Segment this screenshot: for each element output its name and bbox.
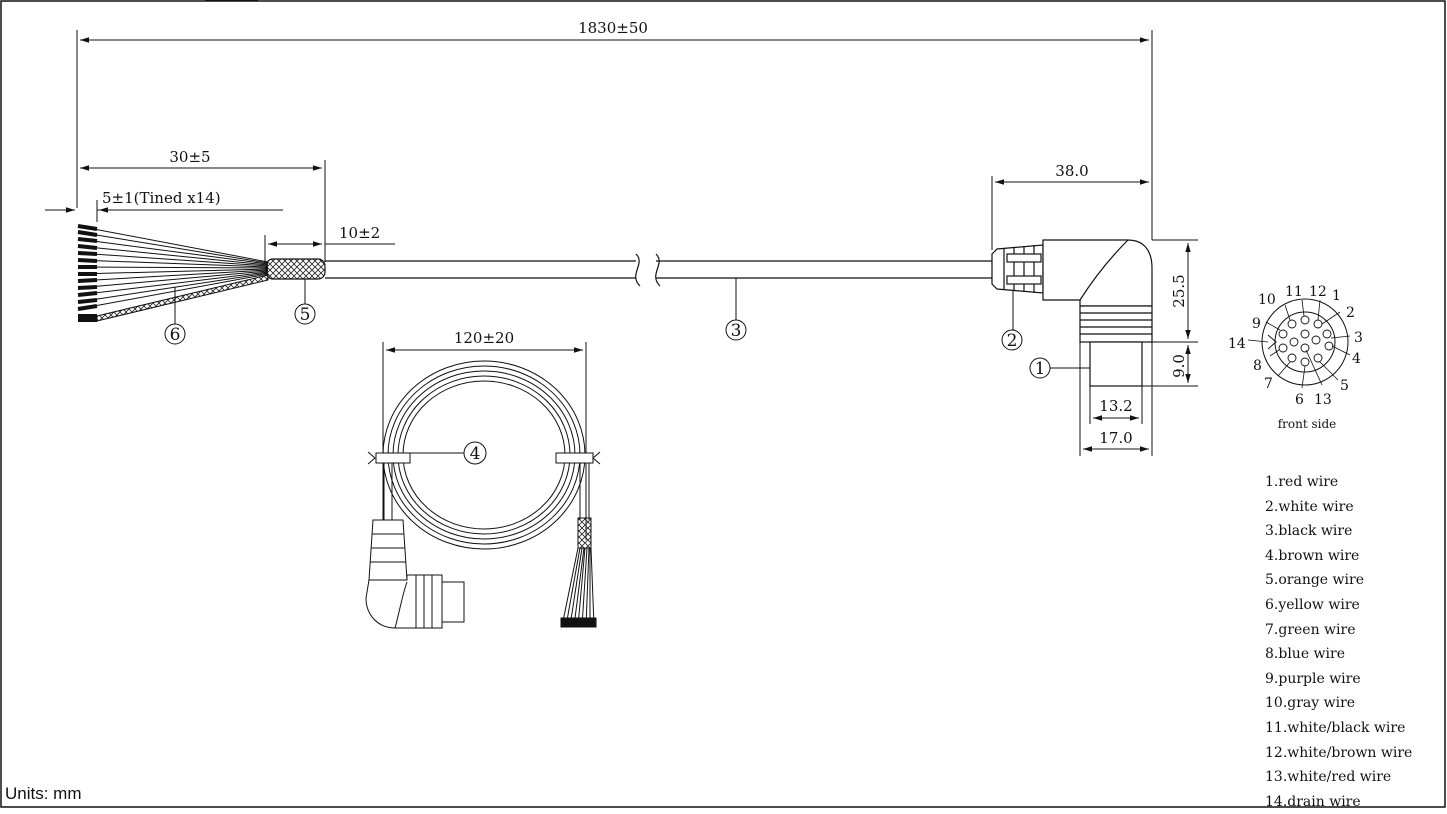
pin-label-11: 11 — [1285, 284, 1303, 300]
coil-diameter-label: 120±20 — [454, 329, 514, 347]
pin-label-9: 9 — [1252, 316, 1261, 332]
balloon-6: 6 — [164, 287, 186, 345]
svg-text:3: 3 — [731, 321, 742, 341]
balloon-5: 5 — [294, 279, 316, 325]
connector-pinout: 1 2 3 4 5 6 7 8 9 10 11 12 13 14 front s… — [1228, 284, 1363, 431]
tin-length-label: 5±1(Tined x14) — [102, 189, 221, 207]
cable-jacket — [325, 253, 992, 287]
legend-item: 14.drain wire — [1265, 793, 1361, 810]
coil-connector — [365, 463, 465, 629]
coil-wire-tail — [560, 463, 597, 628]
svg-text:5: 5 — [300, 305, 311, 325]
nose-width-inner-label: 13.2 — [1099, 397, 1132, 415]
legend-item: 8.blue wire — [1265, 646, 1345, 663]
pin-label-13: 13 — [1314, 392, 1332, 408]
legend-item: 7.green wire — [1265, 621, 1356, 638]
legend-item: 5.orange wire — [1265, 572, 1364, 589]
legend-item: 10.gray wire — [1265, 695, 1356, 712]
legend-item: 4.brown wire — [1265, 547, 1360, 564]
coil-diameter-dimension: 120±20 — [382, 329, 587, 540]
svg-text:2: 2 — [1007, 331, 1018, 351]
svg-text:1: 1 — [1035, 359, 1046, 379]
overall-length-label: 1830±50 — [578, 19, 648, 37]
nose-height-label: 9.0 — [1170, 354, 1188, 378]
legend-item: 6.yellow wire — [1265, 596, 1360, 613]
balloon-3: 3 — [725, 278, 747, 341]
dimension-shield-length: 10±2 — [264, 224, 395, 262]
coiled-cable — [367, 360, 601, 550]
pin-label-12: 12 — [1309, 284, 1327, 300]
pin-label-1: 1 — [1332, 288, 1341, 304]
legend-item: 1.red wire — [1265, 474, 1339, 490]
right-angle-connector — [991, 239, 1153, 387]
pin-label-6: 6 — [1295, 392, 1304, 408]
shield-length-label: 10±2 — [339, 224, 380, 242]
dimension-connector-length: 38.0 — [991, 162, 1149, 250]
pin-label-8: 8 — [1253, 358, 1262, 374]
strip-length-label: 30±5 — [169, 148, 210, 166]
balloon-4: 4 — [410, 441, 487, 465]
pinout-caption: front side — [1278, 417, 1337, 431]
pin-label-14: 14 — [1228, 336, 1246, 352]
pin-label-7: 7 — [1264, 376, 1273, 392]
connector-length-label: 38.0 — [1055, 162, 1088, 180]
dimension-strip-length: 30±5 — [80, 148, 326, 262]
pin-label-5: 5 — [1340, 378, 1349, 394]
pin-label-3: 3 — [1354, 330, 1363, 346]
units-label: Units: mm — [5, 784, 82, 803]
dimension-connector-height: 25.5 9.0 — [1142, 239, 1198, 387]
drain-wire-end — [78, 314, 97, 322]
wire-fan — [77, 225, 269, 310]
svg-text:6: 6 — [170, 325, 181, 345]
nose-width-outer-label: 17.0 — [1099, 429, 1132, 447]
legend-item: 3.black wire — [1265, 523, 1353, 540]
dimension-overall-length: 1830±50 — [76, 19, 1153, 240]
legend-item: 12.white/brown wire — [1265, 744, 1413, 761]
connector-height-label: 25.5 — [1170, 274, 1188, 307]
dimension-tin-length: 5±1(Tined x14) — [45, 189, 283, 222]
legend-item: 13.white/red wire — [1265, 769, 1392, 786]
pin-label-4: 4 — [1352, 351, 1361, 367]
legend-item: 9.purple wire — [1265, 670, 1361, 687]
dimension-nose-width: 13.2 17.0 — [1079, 342, 1153, 456]
pin-label-2: 2 — [1346, 305, 1355, 321]
tinned-wire-ends — [77, 224, 98, 311]
wire-color-legend: 1.red wire 2.white wire 3.black wire 4.b… — [1265, 470, 1412, 814]
shield-braid — [265, 258, 326, 280]
balloon-1: 1 — [1029, 357, 1090, 379]
legend-item: 11.white/black wire — [1265, 719, 1406, 736]
pin-label-10: 10 — [1258, 292, 1276, 308]
balloon-2: 2 — [1001, 290, 1023, 351]
legend-item: 2.white wire — [1265, 498, 1354, 515]
svg-text:4: 4 — [470, 444, 481, 464]
